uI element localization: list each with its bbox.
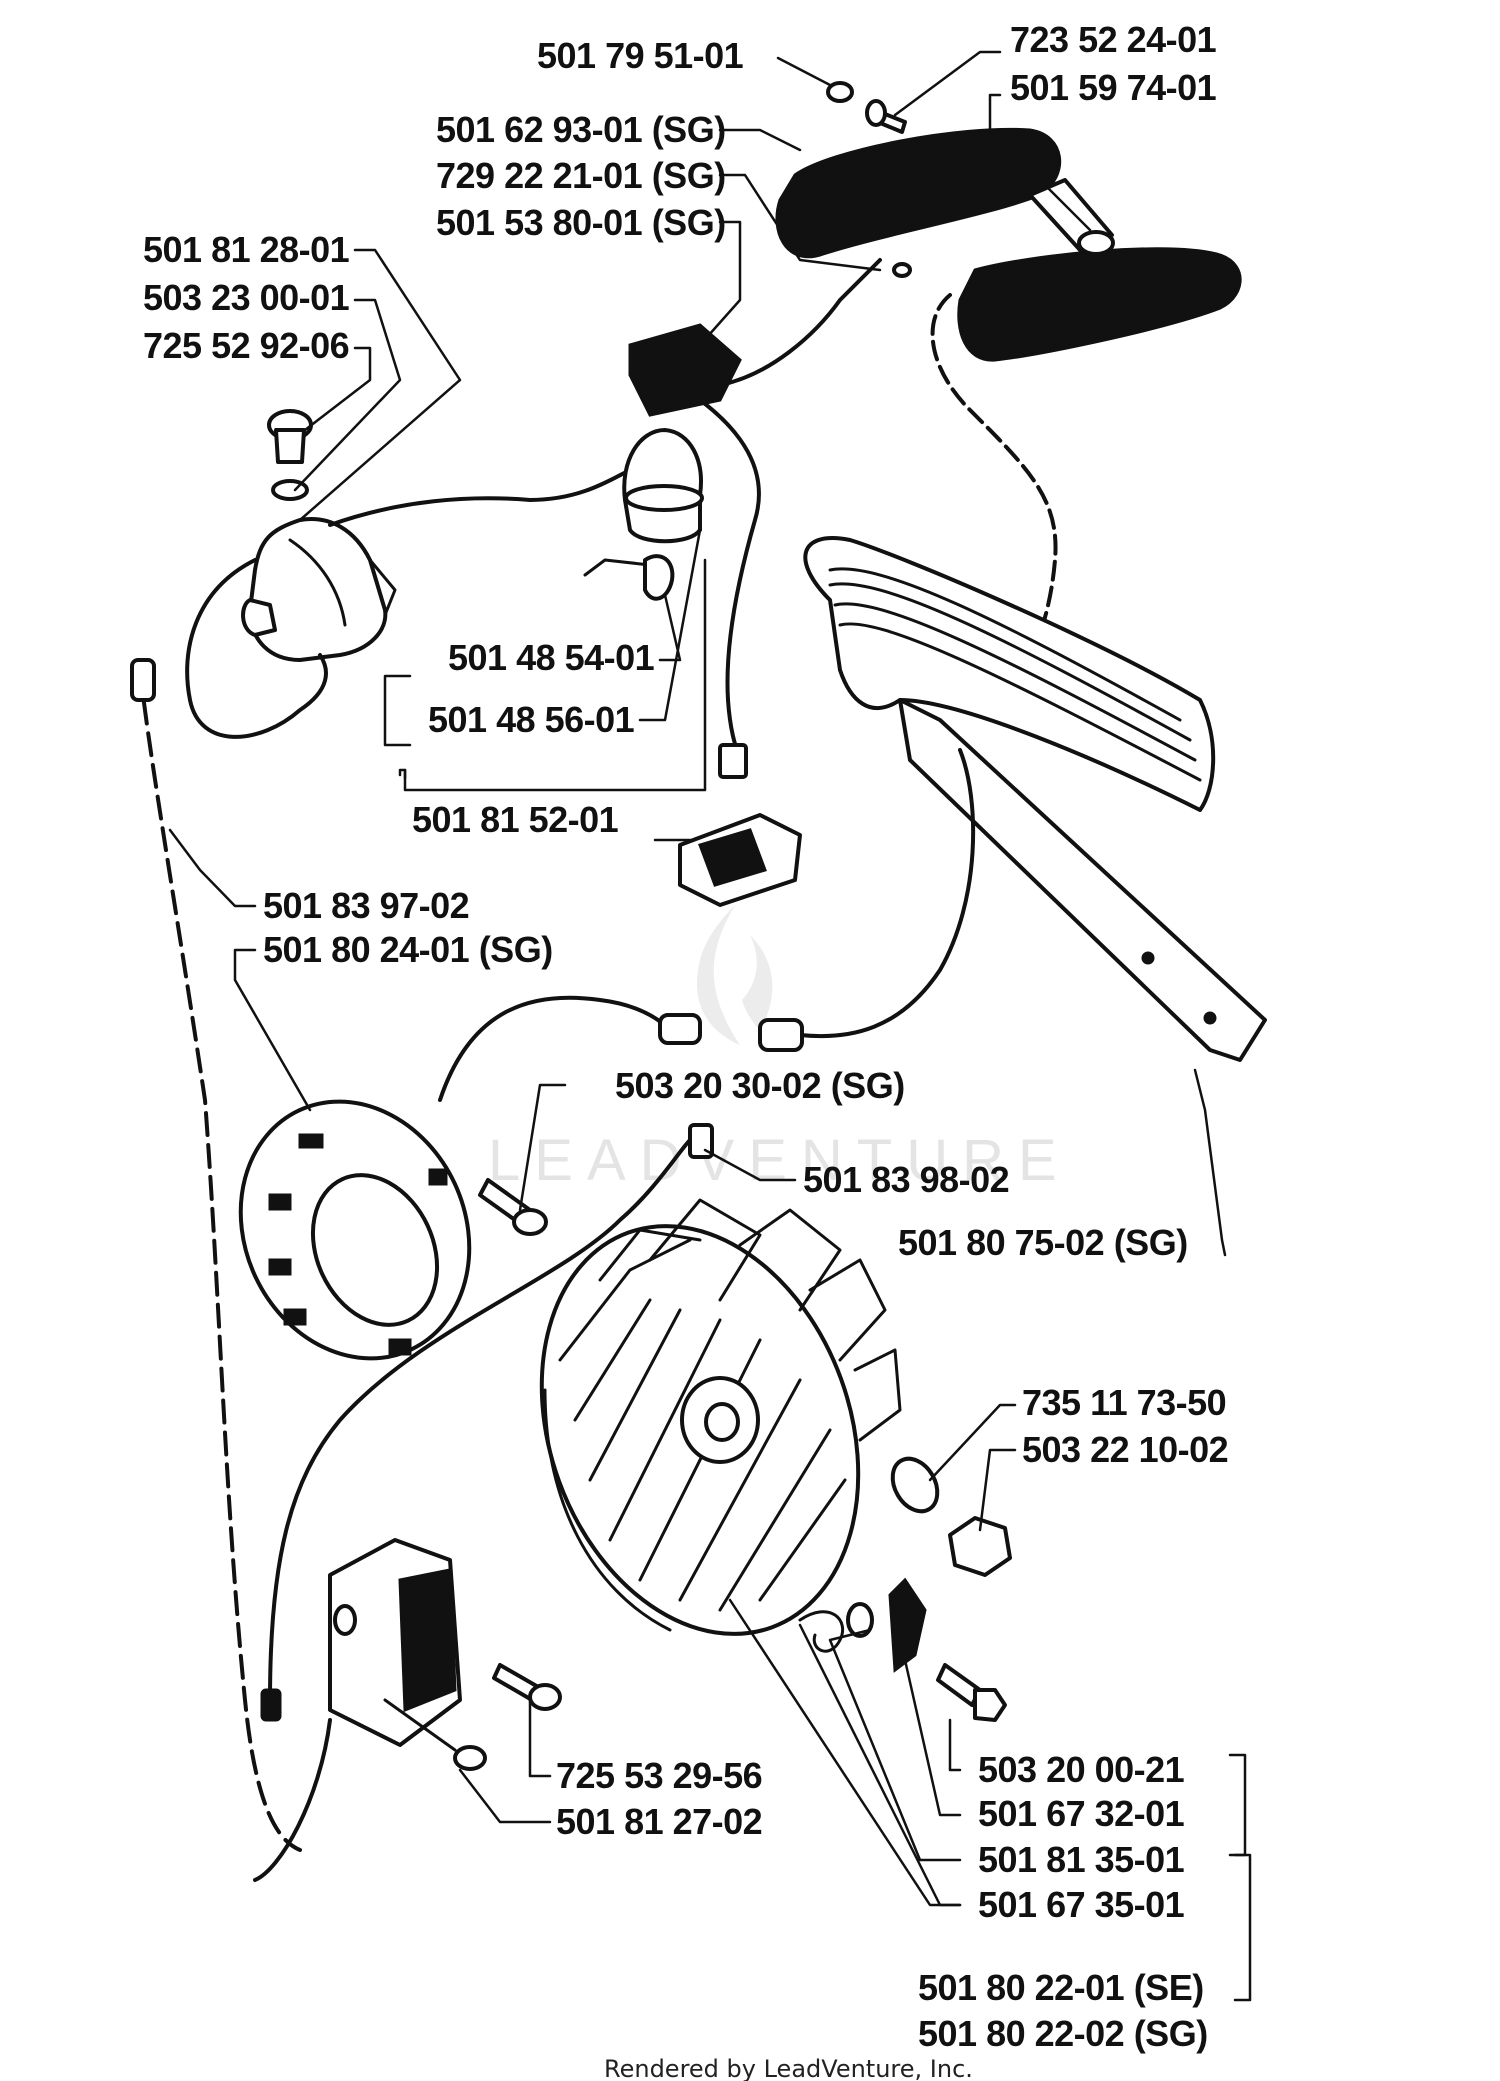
part-label-503-20-00-21: 503 20 00-21 xyxy=(978,1749,1185,1790)
part-label-725-52-92-06: 725 52 92-06 xyxy=(143,325,349,366)
flywheel xyxy=(539,1198,902,1636)
part-label-501-62-93-01: 501 62 93-01 (SG) xyxy=(436,109,726,150)
part-label-501-80-22-02: 501 80 22-02 (SG) xyxy=(918,2013,1208,2054)
pawl-screw xyxy=(936,1663,1007,1722)
short-circuit-switch xyxy=(678,813,802,907)
part-label-729-22-21-01: 729 22 21-01 (SG) xyxy=(436,155,726,196)
ignition-screw xyxy=(267,409,313,464)
pin-part xyxy=(1028,178,1115,256)
part-label-501-48-56-01: 501 48 56-01 xyxy=(428,699,635,740)
spring-clip xyxy=(583,554,675,601)
small-screw-top xyxy=(865,99,907,134)
ignition-module xyxy=(241,517,397,662)
handle-wire-connector xyxy=(758,1018,804,1052)
part-label-501-81-52-01: 501 81 52-01 xyxy=(412,799,619,840)
flywheel-wire-connector xyxy=(688,1123,714,1159)
part-label-501-80-22-01: 501 80 22-01 (SE) xyxy=(918,1967,1204,2008)
wire-stator xyxy=(438,995,672,1102)
spark-plug-cap xyxy=(622,428,704,544)
watermark: LEADVENTURE xyxy=(488,905,1071,1193)
part-label-501-81-27-02: 501 81 27-02 xyxy=(556,1801,762,1842)
module-screw xyxy=(492,1663,562,1711)
pawl-spring xyxy=(798,1610,845,1653)
leader-lines xyxy=(168,50,1252,2002)
watermark-text: LEADVENTURE xyxy=(488,1128,1071,1193)
watermark-flame-icon xyxy=(696,905,773,1045)
wire-ignition-to-cap xyxy=(328,468,632,527)
heater-element-lower xyxy=(957,247,1242,362)
module-ground-lug xyxy=(383,1698,487,1771)
stator-wire-connector xyxy=(658,1013,702,1045)
part-label-503-20-30-02: 503 20 30-02 (SG) xyxy=(615,1065,905,1106)
wire-ignition-loop xyxy=(185,558,328,739)
stator-screw xyxy=(478,1178,548,1236)
wire-to-module xyxy=(268,1138,692,1702)
part-labels: 501 79 51-01 723 52 24-01 501 59 74-01 5… xyxy=(143,19,1229,2054)
part-label-501-53-80-01: 501 53 80-01 (SG) xyxy=(436,202,726,243)
flywheel-washer xyxy=(890,1456,940,1514)
part-label-501-83-97-02: 501 83 97-02 xyxy=(263,885,469,926)
pawl-washer xyxy=(846,1602,874,1638)
terminal-plug xyxy=(628,323,742,417)
heater-element-upper xyxy=(775,127,1062,259)
part-label-501-81-28-01: 501 81 28-01 xyxy=(143,229,350,270)
part-label-501-80-75-02: 501 80 75-02 (SG) xyxy=(898,1222,1188,1263)
part-label-501-81-35-01: 501 81 35-01 xyxy=(978,1839,1185,1880)
ground-wire-end xyxy=(130,658,156,702)
wire-connector xyxy=(718,743,748,779)
stator-coil xyxy=(238,1099,472,1361)
flywheel-nut xyxy=(948,1516,1012,1577)
wire-handle xyxy=(798,748,976,1039)
handle-bar xyxy=(803,536,1267,1062)
wire-module-ground xyxy=(253,1718,332,1882)
wire-heater-upper xyxy=(718,258,882,387)
wire-plug-to-switch xyxy=(698,398,761,762)
small-washer xyxy=(826,81,854,103)
module-wire-end xyxy=(260,1688,282,1722)
ground-wire-dashed xyxy=(138,668,302,1852)
part-label-725-53-29-56: 725 53 29-56 xyxy=(556,1755,762,1796)
part-label-501-48-54-01: 501 48 54-01 xyxy=(448,637,655,678)
part-label-501-59-74-01: 501 59 74-01 xyxy=(1010,67,1217,108)
ignition-module-lower xyxy=(328,1538,462,1747)
part-label-735-11-73-50: 735 11 73-50 xyxy=(1022,1382,1226,1423)
starter-pawl xyxy=(888,1577,927,1673)
footer-credit: Rendered by LeadVenture, Inc. xyxy=(604,2055,973,2081)
part-label-501-80-24-01: 501 80 24-01 (SG) xyxy=(263,929,553,970)
small-screw-middle xyxy=(892,262,912,278)
part-label-501-83-98-02: 501 83 98-02 xyxy=(803,1159,1009,1200)
part-label-723-52-24-01: 723 52 24-01 xyxy=(1010,19,1217,60)
part-label-503-23-00-01: 503 23 00-01 xyxy=(143,277,350,318)
part-label-503-22-10-02: 503 22 10-02 xyxy=(1022,1429,1228,1470)
part-label-501-79-51-01: 501 79 51-01 xyxy=(537,35,744,76)
part-label-501-67-35-01: 501 67 35-01 xyxy=(978,1884,1185,1925)
part-label-501-67-32-01: 501 67 32-01 xyxy=(978,1793,1185,1834)
